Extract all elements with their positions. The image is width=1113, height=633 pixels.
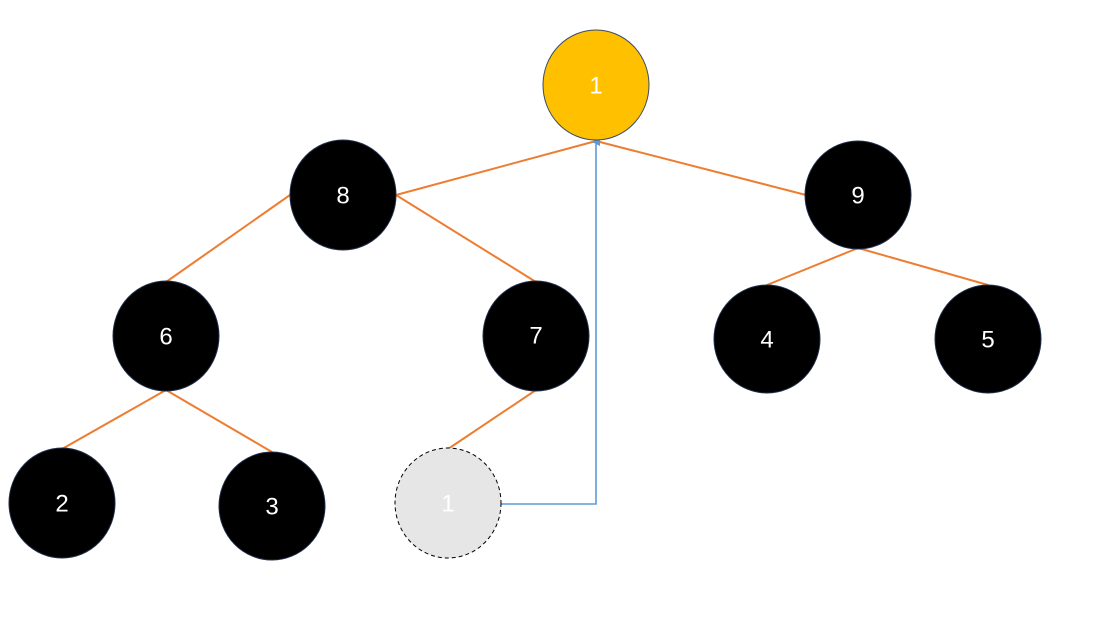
node-9-label: 9: [851, 183, 864, 210]
node-9-circle: [804, 140, 912, 250]
node-root-circle: [542, 29, 650, 141]
node-5: 5: [934, 284, 1042, 394]
edge-6-2: [61, 389, 167, 450]
edge-9-4: [766, 247, 859, 286]
edge-7-moved: [447, 389, 537, 450]
node-4-circle: [713, 284, 821, 394]
edge-8-6: [165, 194, 291, 283]
edge-6-3: [165, 389, 273, 453]
edge-9-5: [857, 247, 989, 286]
swap-arrow: [501, 138, 600, 505]
node-moved-label: 1: [441, 491, 454, 518]
node-6-circle: [112, 280, 220, 392]
node-3-circle: [218, 451, 326, 561]
node-3-label: 3: [265, 494, 278, 521]
node-root: 1: [542, 29, 650, 141]
node-5-label: 5: [981, 327, 994, 354]
edge-8-7: [395, 194, 537, 283]
node-9: 9: [804, 140, 912, 250]
node-8: 8: [289, 139, 397, 251]
node-6-label: 6: [159, 324, 172, 351]
node-8-label: 8: [336, 183, 349, 210]
node-7: 7: [482, 280, 590, 392]
edge-root-8: [395, 140, 597, 196]
node-moved-circle: [394, 447, 502, 559]
node-6: 6: [112, 280, 220, 392]
node-2: 2: [8, 447, 116, 559]
node-4: 4: [713, 284, 821, 394]
node-5-circle: [934, 284, 1042, 394]
node-8-circle: [289, 139, 397, 251]
node-2-circle: [8, 447, 116, 559]
node-3: 3: [218, 451, 326, 561]
node-2-label: 2: [55, 491, 68, 518]
node-root-label: 1: [589, 73, 602, 100]
node-7-label: 7: [529, 323, 542, 350]
edge-root-9: [595, 140, 807, 196]
tree-edges: [61, 140, 989, 453]
node-moved-ghost: 1: [394, 447, 502, 559]
node-4-label: 4: [760, 327, 773, 354]
node-7-circle: [482, 280, 590, 392]
